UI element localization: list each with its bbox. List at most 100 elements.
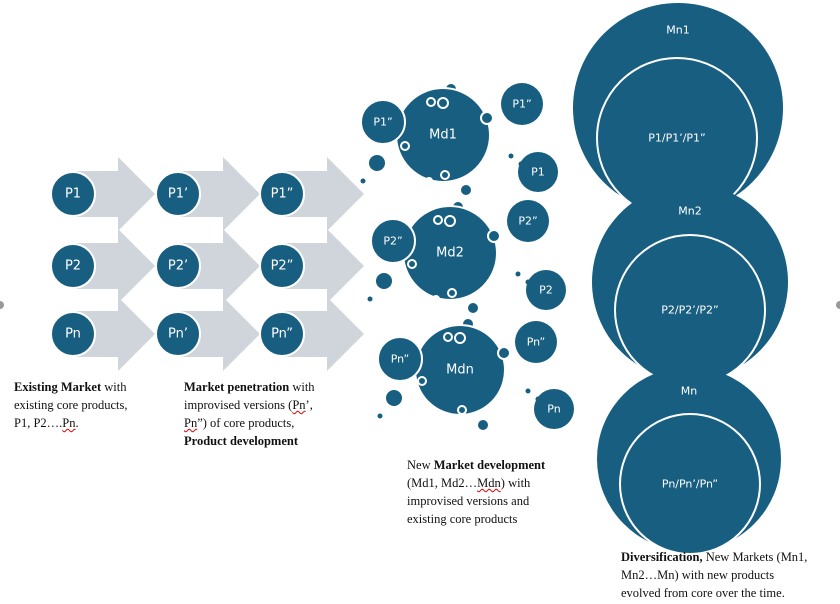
product-family-label: P2/P2’/P2”: [661, 304, 719, 317]
product-circle: [518, 152, 558, 192]
product-circle: [370, 218, 416, 264]
product-label: Pn: [65, 327, 81, 342]
product-label: P2: [65, 259, 81, 274]
product-label: P2”: [271, 259, 294, 274]
arrow-shape: [178, 157, 260, 231]
product-label: P2”: [383, 235, 402, 248]
product-circle: [515, 321, 557, 363]
product-family-label: P1/P1’/P1”: [648, 132, 706, 145]
product-circle: [360, 99, 406, 145]
product-family-circle: [619, 413, 761, 555]
caption-text: New: [407, 458, 434, 472]
arrow-shape: [178, 297, 260, 371]
ring-decoration: [440, 170, 450, 180]
caption-market-penetration: Market penetration with improvised versi…: [184, 378, 364, 450]
caption-heading: Product development: [184, 434, 298, 448]
dot-decoration: [461, 185, 471, 195]
caption-text: Mn2…Mn) with new products: [621, 568, 775, 582]
dot-decoration: [525, 388, 531, 394]
market-label: Md1: [429, 128, 457, 143]
dot-decoration: [468, 303, 478, 313]
product-label: P1”: [373, 116, 392, 129]
product-circle: [50, 311, 96, 357]
product-circle: [507, 200, 549, 242]
dot-decoration: [376, 273, 392, 289]
product-label: P2”: [518, 215, 537, 228]
dot-decoration: [369, 155, 385, 171]
product-circle: [377, 336, 423, 382]
ring-decoration: [417, 376, 427, 386]
ring-decoration: [433, 215, 443, 225]
product-label: P1”: [271, 187, 294, 202]
product-label: P2’: [168, 259, 188, 274]
product-label: Pn’: [168, 327, 188, 342]
product-label: P1: [531, 166, 545, 179]
product-label: Pn: [547, 403, 560, 416]
caption-text: Pn: [184, 416, 198, 430]
market-label: Mdn: [446, 363, 474, 378]
product-circle: [155, 311, 201, 357]
arrow-shape: [282, 157, 364, 231]
caption-heading: Existing Market: [14, 380, 102, 394]
dot-decoration: [360, 178, 366, 184]
caption-text: P1, P2….: [14, 416, 63, 430]
dot-decoration: [508, 153, 514, 159]
caption-heading: Market development: [433, 458, 546, 472]
caption-text: existing core products,: [14, 398, 128, 412]
arrow-shape: [73, 297, 155, 371]
dot-decoration: [487, 229, 501, 243]
ring-decoration: [425, 177, 433, 185]
product-circle: [534, 389, 574, 429]
product-label: Pn”: [527, 336, 546, 349]
product-label: P1”: [512, 98, 531, 111]
caption-heading: Diversification,: [621, 550, 703, 564]
ring-decoration: [400, 141, 410, 151]
caption-market-development: New Market development (Md1, Md2…Mdn) wi…: [407, 456, 597, 528]
caption-text: .: [75, 416, 79, 430]
product-circle: [501, 83, 543, 125]
caption-text: ’,: [305, 398, 313, 412]
product-circle: [155, 243, 201, 289]
new-market-label: Mn1: [666, 24, 689, 37]
ring-decoration: [426, 97, 436, 107]
product-circle: [50, 171, 96, 217]
arrow-shape: [73, 157, 155, 231]
product-circle: [50, 243, 96, 289]
caption-text: evolved from core over the time.: [621, 586, 785, 600]
dot-decoration: [515, 271, 521, 277]
caption-text: with: [101, 380, 127, 394]
caption-existing-market: Existing Market with existing core produ…: [14, 378, 174, 432]
ring-decoration: [454, 332, 466, 344]
arrow-shape: [73, 229, 155, 303]
caption-text: improvised versions (: [184, 398, 293, 412]
dot-decoration: [480, 111, 494, 125]
new-market-label: Mn2: [678, 205, 701, 218]
edge-marker: [0, 301, 4, 309]
dot-decoration: [367, 296, 373, 302]
product-label: Pn”: [391, 353, 410, 366]
arrow-shape: [282, 297, 364, 371]
caption-text: New Markets (Mn1,: [702, 550, 808, 564]
product-label: P1’: [168, 187, 188, 202]
caption-text: (Md1, Md2…: [407, 476, 478, 490]
ring-decoration: [432, 295, 440, 303]
caption-text: with: [289, 380, 315, 394]
product-circle: [259, 243, 305, 289]
caption-text: Mdn: [477, 476, 501, 490]
product-circle: [259, 311, 305, 357]
ring-decoration: [442, 412, 450, 420]
ring-decoration: [437, 97, 449, 109]
product-circle: [259, 171, 305, 217]
ring-decoration: [407, 259, 417, 269]
caption-text: ”) of core products,: [197, 416, 295, 430]
product-circle: [155, 171, 201, 217]
ring-decoration: [443, 332, 453, 342]
dot-decoration: [497, 346, 511, 360]
dot-decoration: [478, 420, 488, 430]
dot-decoration: [386, 390, 402, 406]
product-label: P2: [539, 284, 553, 297]
ring-decoration: [447, 288, 457, 298]
ring-decoration: [444, 215, 456, 227]
